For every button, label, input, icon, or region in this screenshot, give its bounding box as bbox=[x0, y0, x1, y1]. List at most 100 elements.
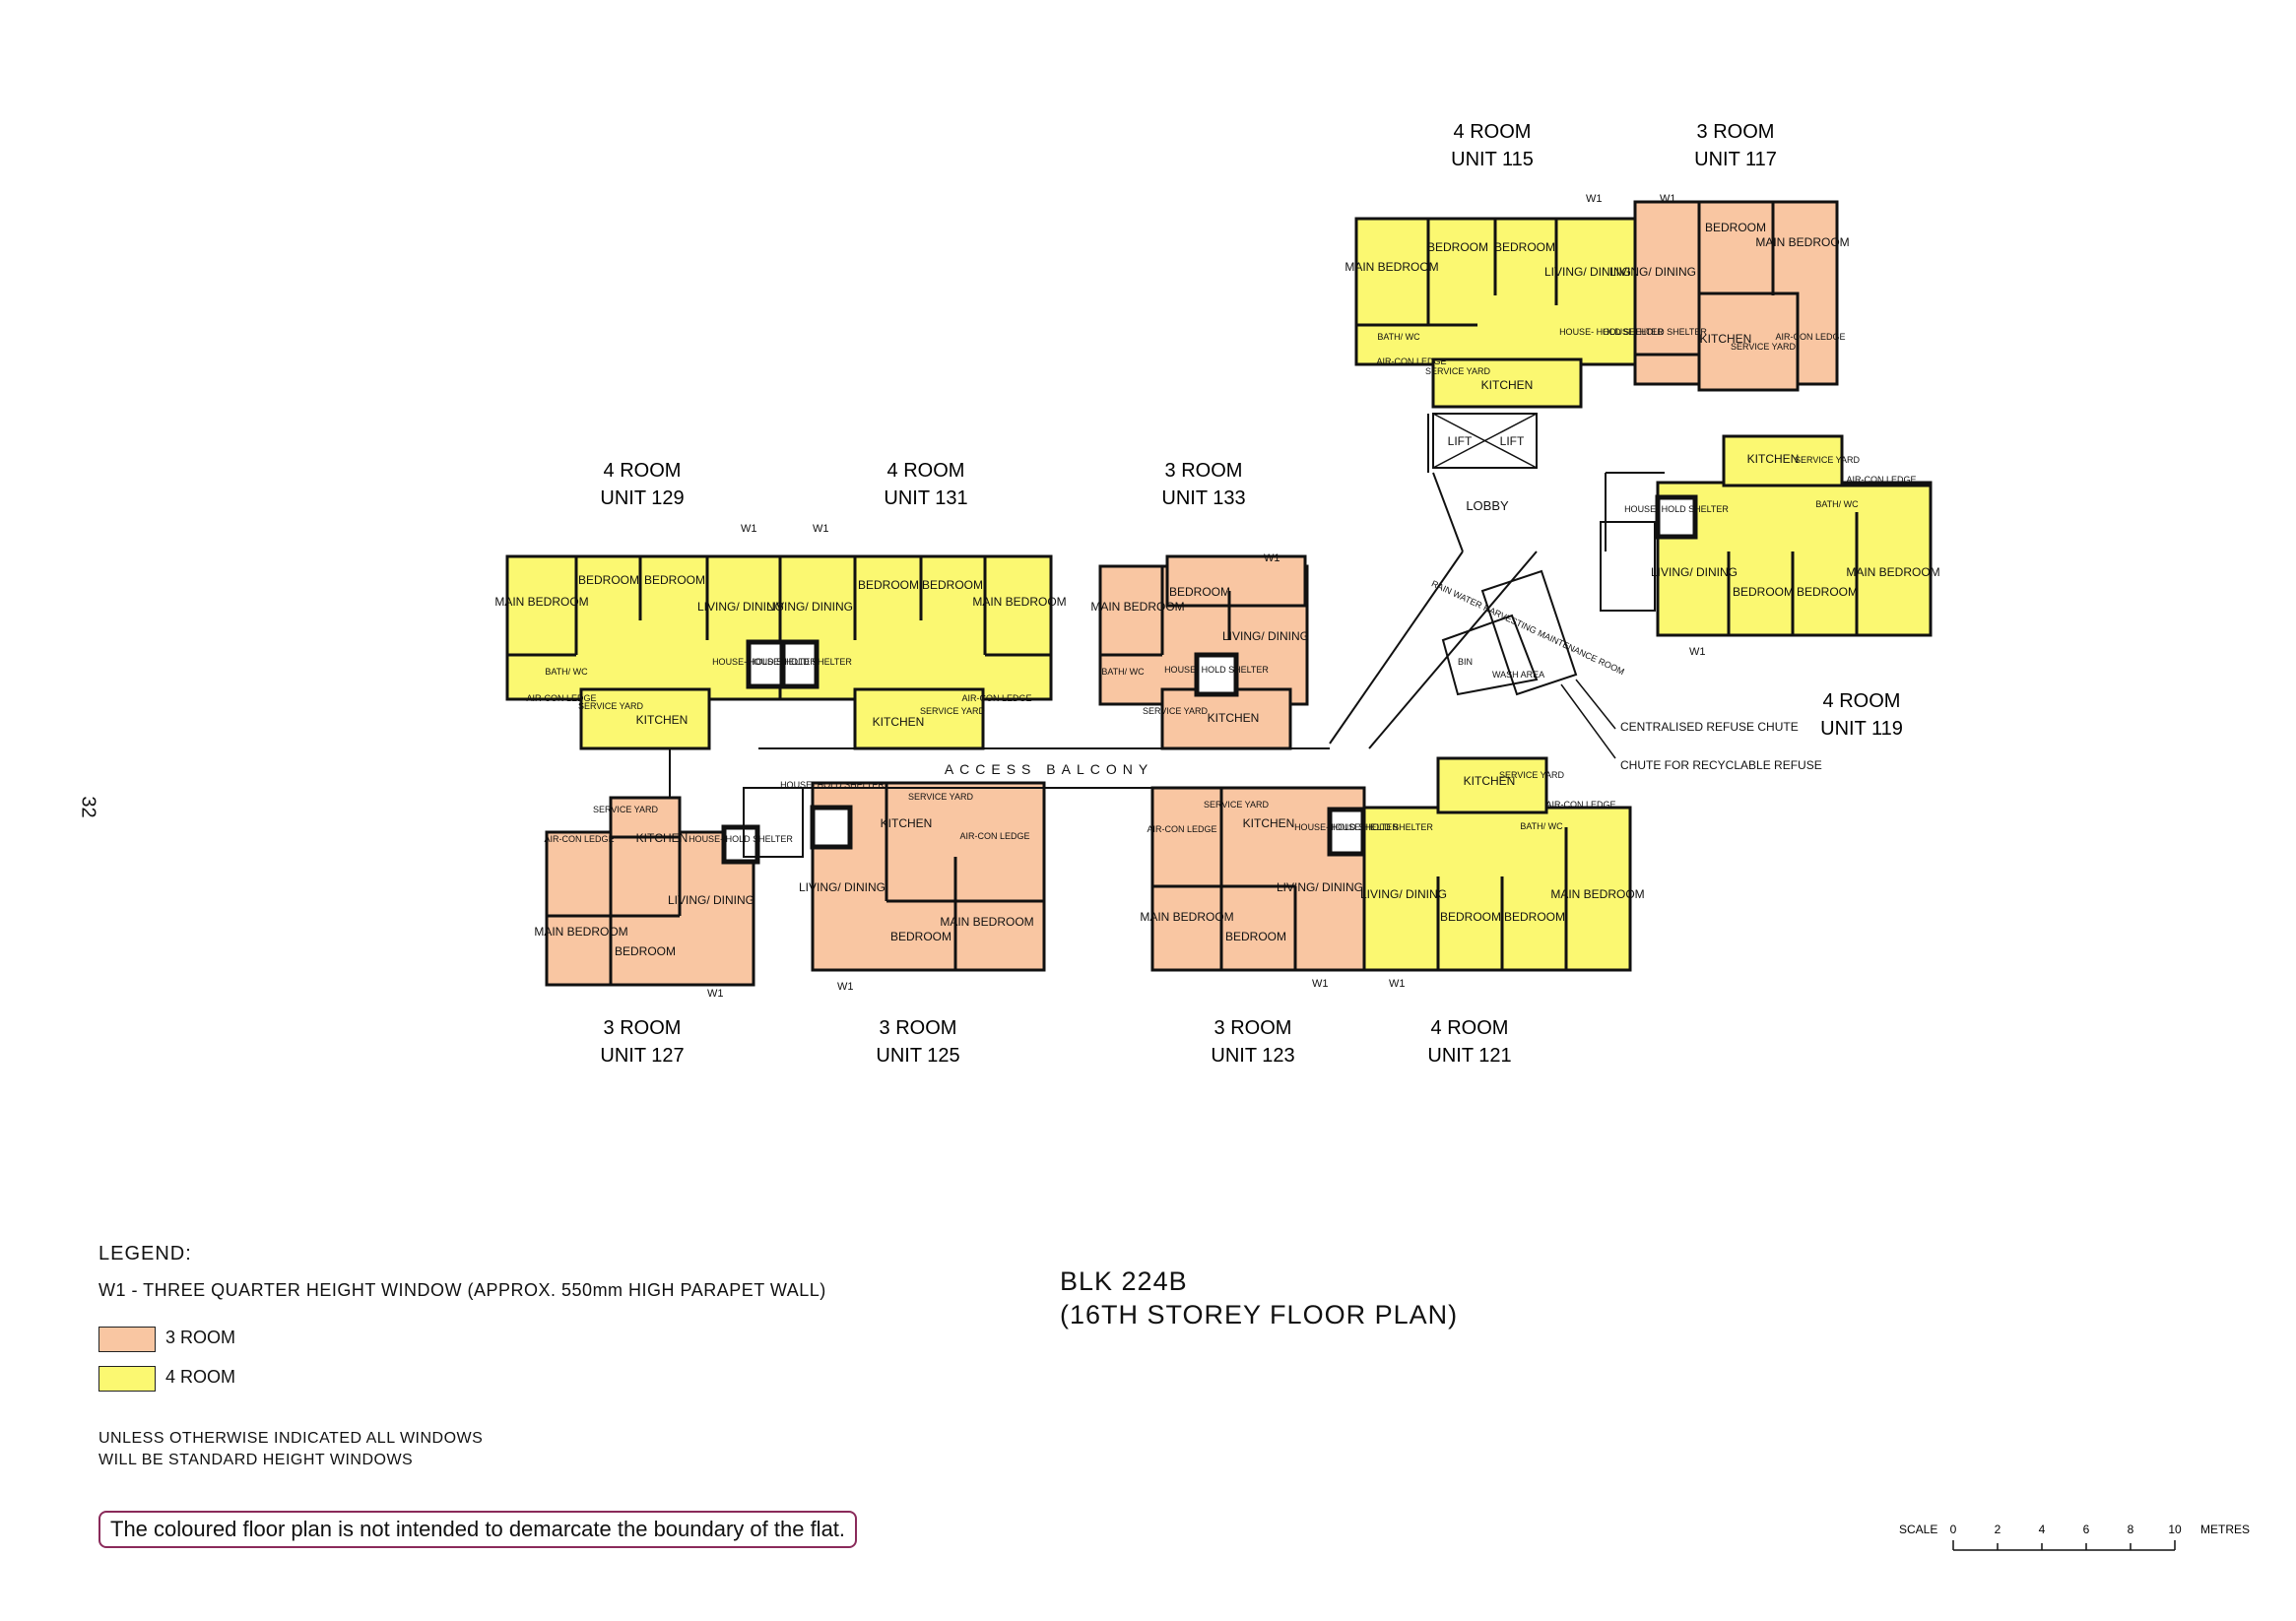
unit-label-type: 4 ROOM bbox=[887, 460, 965, 482]
unit-131-plan bbox=[778, 554, 1053, 701]
scale-tick-label: 6 bbox=[2083, 1523, 2090, 1536]
room-label: KITCHEN bbox=[1464, 774, 1516, 788]
disclaimer-box: The coloured floor plan is not intended … bbox=[98, 1511, 858, 1548]
room-label: MAIN BEDROOM bbox=[940, 915, 1033, 929]
window-marker: W1 bbox=[1586, 193, 1603, 205]
room-label: KITCHEN bbox=[881, 816, 933, 830]
room-label: KITCHEN bbox=[1208, 711, 1260, 725]
room-label: MAIN BEDROOM bbox=[1550, 887, 1644, 901]
room-label: BATH/ WC bbox=[1377, 332, 1420, 342]
block-subtitle: (16TH STOREY FLOOR PLAN) bbox=[1060, 1300, 1459, 1329]
lift-label: LIFT bbox=[1500, 434, 1525, 448]
window-note-line: WILL BE STANDARD HEIGHT WINDOWS bbox=[98, 1452, 414, 1468]
unit-label-name: UNIT 115 bbox=[1451, 149, 1534, 170]
unit-label-name: UNIT 119 bbox=[1820, 718, 1903, 740]
scale-tick-label: 8 bbox=[2128, 1523, 2134, 1536]
unit-label-name: UNIT 121 bbox=[1427, 1045, 1511, 1067]
room-label: HOUSE- HOLD SHELTER bbox=[780, 780, 885, 790]
room-label: SERVICE YARD bbox=[578, 701, 644, 711]
room-label: HOUSE- HOLD SHELTER bbox=[1294, 822, 1399, 832]
unit-label-name: UNIT 117 bbox=[1694, 149, 1777, 170]
room-label: SERVICE YARD bbox=[593, 805, 659, 814]
unit-labels: 4 ROOM UNIT 115 3 ROOM UNIT 117 4 ROOM U… bbox=[600, 121, 1902, 1067]
room-label: LIVING/ DINING bbox=[799, 880, 886, 894]
room-label: LIVING/ DINING bbox=[1651, 565, 1738, 579]
room-label: MAIN BEDROOM bbox=[1090, 600, 1184, 614]
block-title: BLK 224B bbox=[1060, 1266, 1188, 1296]
lobby-label: LOBBY bbox=[1466, 498, 1509, 513]
unit-127-plan bbox=[545, 830, 755, 987]
room-label: BEDROOM bbox=[1705, 221, 1766, 234]
room-label: HOUSE- HOLD SHELTER bbox=[689, 834, 793, 844]
room-label: BEDROOM bbox=[1427, 240, 1488, 254]
room-label: KITCHEN bbox=[636, 713, 689, 727]
room-label: HOUSE- HOLD SHELTER bbox=[1164, 665, 1269, 675]
unit-label-name: UNIT 129 bbox=[600, 487, 684, 509]
room-label: MAIN BEDROOM bbox=[972, 595, 1066, 609]
window-note: UNLESS OTHERWISE INDICATED ALL WINDOWS W… bbox=[98, 1428, 483, 1471]
room-label: SERVICE YARD bbox=[1731, 342, 1797, 352]
room-label: BEDROOM bbox=[578, 573, 639, 587]
window-note-line: UNLESS OTHERWISE INDICATED ALL WINDOWS bbox=[98, 1430, 484, 1447]
scale-unit: METRES bbox=[2200, 1523, 2250, 1536]
room-label: HOUSE- HOLD SHELTER bbox=[748, 657, 852, 667]
unit-label-name: UNIT 127 bbox=[600, 1045, 684, 1067]
unit-label-type: 4 ROOM bbox=[1431, 1017, 1509, 1039]
room-label: LIVING/ DINING bbox=[697, 600, 784, 614]
unit-label-type: 3 ROOM bbox=[880, 1017, 957, 1039]
room-label: SERVICE YARD bbox=[1143, 706, 1209, 716]
scale-label: SCALE bbox=[1899, 1523, 1937, 1536]
room-label: MAIN BEDROOM bbox=[1846, 565, 1939, 579]
unit-label-name: UNIT 131 bbox=[884, 487, 967, 509]
room-label: MAIN BEDROOM bbox=[1345, 260, 1438, 274]
room-label: HOUSE- HOLD SHELTER bbox=[1624, 504, 1729, 514]
legend-title: LEGEND: bbox=[98, 1243, 192, 1264]
window-marker: W1 bbox=[1660, 193, 1676, 205]
room-label: LIVING/ DINING bbox=[1609, 265, 1696, 279]
window-marker: W1 bbox=[813, 523, 829, 535]
unit-label-type: 3 ROOM bbox=[1214, 1017, 1292, 1039]
scale-tick-label: 0 bbox=[1950, 1523, 1957, 1536]
room-label: SERVICE YARD bbox=[1795, 455, 1861, 465]
window-marker: W1 bbox=[707, 988, 724, 1000]
scale-tick-label: 10 bbox=[2168, 1523, 2182, 1536]
scale-bar-graphic: SCALE 0 2 4 6 8 10 METRES bbox=[1899, 1523, 2250, 1551]
refuse-chute-label: CENTRALISED REFUSE CHUTE bbox=[1620, 720, 1799, 734]
room-label: KITCHEN bbox=[873, 715, 925, 729]
room-label: AIR-CON LEDGE bbox=[961, 693, 1031, 703]
room-label: HOUSE- HOLD SHELTER bbox=[1329, 822, 1433, 832]
unit-label-type: 4 ROOM bbox=[1454, 121, 1532, 143]
room-label: BATH/ WC bbox=[1101, 667, 1145, 677]
window-marker: W1 bbox=[1689, 646, 1706, 658]
room-label: AIR-CON LEDGE bbox=[526, 693, 596, 703]
room-label: BEDROOM bbox=[1504, 910, 1565, 924]
room-label: BATH/ WC bbox=[545, 667, 588, 677]
wash-area-label: WASH AREA bbox=[1492, 670, 1544, 680]
lift-label: LIFT bbox=[1448, 434, 1473, 448]
room-label: SERVICE YARD bbox=[1499, 770, 1565, 780]
room-label: SERVICE YARD bbox=[1425, 366, 1491, 376]
unit-label-name: UNIT 133 bbox=[1161, 487, 1245, 509]
room-label: HOUSE- HOLD SHELTER bbox=[1559, 327, 1664, 337]
unit-label-type: 3 ROOM bbox=[1165, 460, 1243, 482]
scale-tick-label: 2 bbox=[1995, 1523, 2001, 1536]
room-label: BATH/ WC bbox=[1815, 499, 1859, 509]
room-label: KITCHEN bbox=[1747, 452, 1800, 466]
room-label: HOUSE- HOLD SHELTER bbox=[712, 657, 817, 667]
legend-w1: W1 - THREE QUARTER HEIGHT WINDOW (APPROX… bbox=[98, 1280, 826, 1300]
room-label: LIVING/ DINING bbox=[766, 600, 853, 614]
recyclable-chute-label: CHUTE FOR RECYCLABLE REFUSE bbox=[1620, 758, 1822, 772]
unit-label-type: 3 ROOM bbox=[1697, 121, 1775, 143]
room-label: AIR-CON LEDGE bbox=[1775, 332, 1845, 342]
unit-label-name: UNIT 123 bbox=[1211, 1045, 1294, 1067]
room-label: AIR-CON LEDGE bbox=[1147, 824, 1216, 834]
room-label: MAIN BEDROOM bbox=[534, 925, 627, 939]
unit-label-type: 3 ROOM bbox=[604, 1017, 682, 1039]
room-label: SERVICE YARD bbox=[1204, 800, 1270, 810]
room-label: LIVING/ DINING bbox=[1360, 887, 1447, 901]
room-label: AIR-CON LEDGE bbox=[544, 834, 614, 844]
room-label: SERVICE YARD bbox=[908, 792, 974, 802]
unit-129-plan bbox=[505, 554, 782, 701]
room-label: AIR-CON LEDGE bbox=[1545, 800, 1615, 810]
